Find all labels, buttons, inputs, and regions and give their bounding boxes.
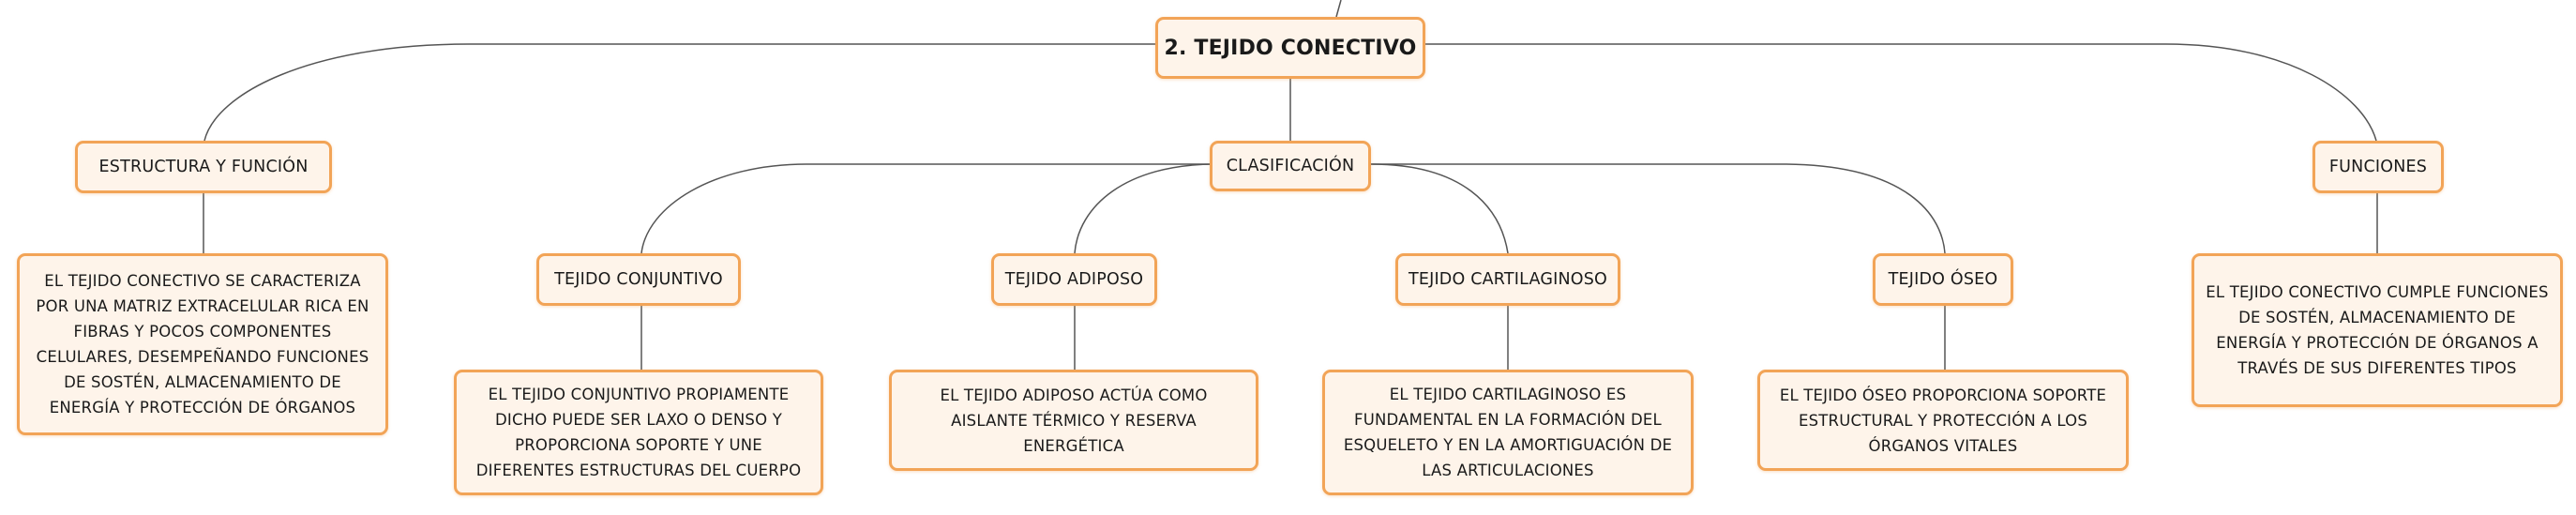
cartilaginoso-node[interactable]: TEJIDO CARTILAGINOSO [1395, 253, 1620, 306]
link-root-funciones [1425, 43, 2377, 142]
funciones-node[interactable]: FUNCIONES [2312, 141, 2444, 193]
link-top-stub [1335, 0, 1342, 18]
conjuntivo-description: EL TEJIDO CONJUNTIVO PROPIAMENTE DICHO P… [475, 386, 802, 479]
adiposo-description: EL TEJIDO ADIPOSO ACTÚA COMO AISLANTE TÉ… [940, 386, 1208, 455]
estructura-node[interactable]: ESTRUCTURA Y FUNCIÓN [75, 141, 332, 193]
cartilaginoso-description: EL TEJIDO CARTILAGINOSO ES FUNDAMENTAL E… [1343, 386, 1673, 479]
link-root-estructura [203, 43, 1155, 142]
link-clasificacion-adiposo [1074, 163, 1216, 254]
link-clasificacion-cartilaginoso [1370, 163, 1509, 254]
oseo-node[interactable]: TEJIDO ÓSEO [1873, 253, 2013, 306]
cartilaginoso-label: TEJIDO CARTILAGINOSO [1408, 269, 1608, 289]
adiposo-description-node[interactable]: EL TEJIDO ADIPOSO ACTÚA COMO AISLANTE TÉ… [889, 370, 1258, 471]
adiposo-label: TEJIDO ADIPOSO [1004, 269, 1144, 289]
link-clasificacion-conjuntivo [640, 163, 1210, 254]
root-label: 2. TEJIDO CONECTIVO [1164, 36, 1417, 60]
oseo-description-node[interactable]: EL TEJIDO ÓSEO PROPORCIONA SOPORTE ESTRU… [1757, 370, 2129, 471]
clasificacion-node[interactable]: CLASIFICACIÓN [1210, 141, 1371, 191]
oseo-description: EL TEJIDO ÓSEO PROPORCIONA SOPORTE ESTRU… [1779, 386, 2107, 455]
link-clasificacion-oseo [1371, 163, 1946, 254]
oseo-label: TEJIDO ÓSEO [1888, 269, 1998, 289]
conjuntivo-description-node[interactable]: EL TEJIDO CONJUNTIVO PROPIAMENTE DICHO P… [454, 370, 823, 495]
clasificacion-label: CLASIFICACIÓN [1226, 156, 1355, 175]
conjuntivo-node[interactable]: TEJIDO CONJUNTIVO [536, 253, 741, 306]
adiposo-node[interactable]: TEJIDO ADIPOSO [991, 253, 1157, 306]
funciones-label: FUNCIONES [2328, 157, 2428, 176]
conjuntivo-label: TEJIDO CONJUNTIVO [554, 269, 723, 289]
root-node[interactable]: 2. TEJIDO CONECTIVO [1155, 17, 1425, 79]
estructura-description: EL TEJIDO CONECTIVO SE CARACTERIZA POR U… [36, 272, 369, 417]
funciones-description: EL TEJIDO CONECTIVO CUMPLE FUNCIONES DE … [2206, 283, 2549, 377]
estructura-label: ESTRUCTURA Y FUNCIÓN [98, 157, 309, 176]
cartilaginoso-description-node[interactable]: EL TEJIDO CARTILAGINOSO ES FUNDAMENTAL E… [1322, 370, 1694, 495]
funciones-description-node[interactable]: EL TEJIDO CONECTIVO CUMPLE FUNCIONES DE … [2192, 253, 2563, 407]
estructura-description-node[interactable]: EL TEJIDO CONECTIVO SE CARACTERIZA POR U… [17, 253, 388, 435]
